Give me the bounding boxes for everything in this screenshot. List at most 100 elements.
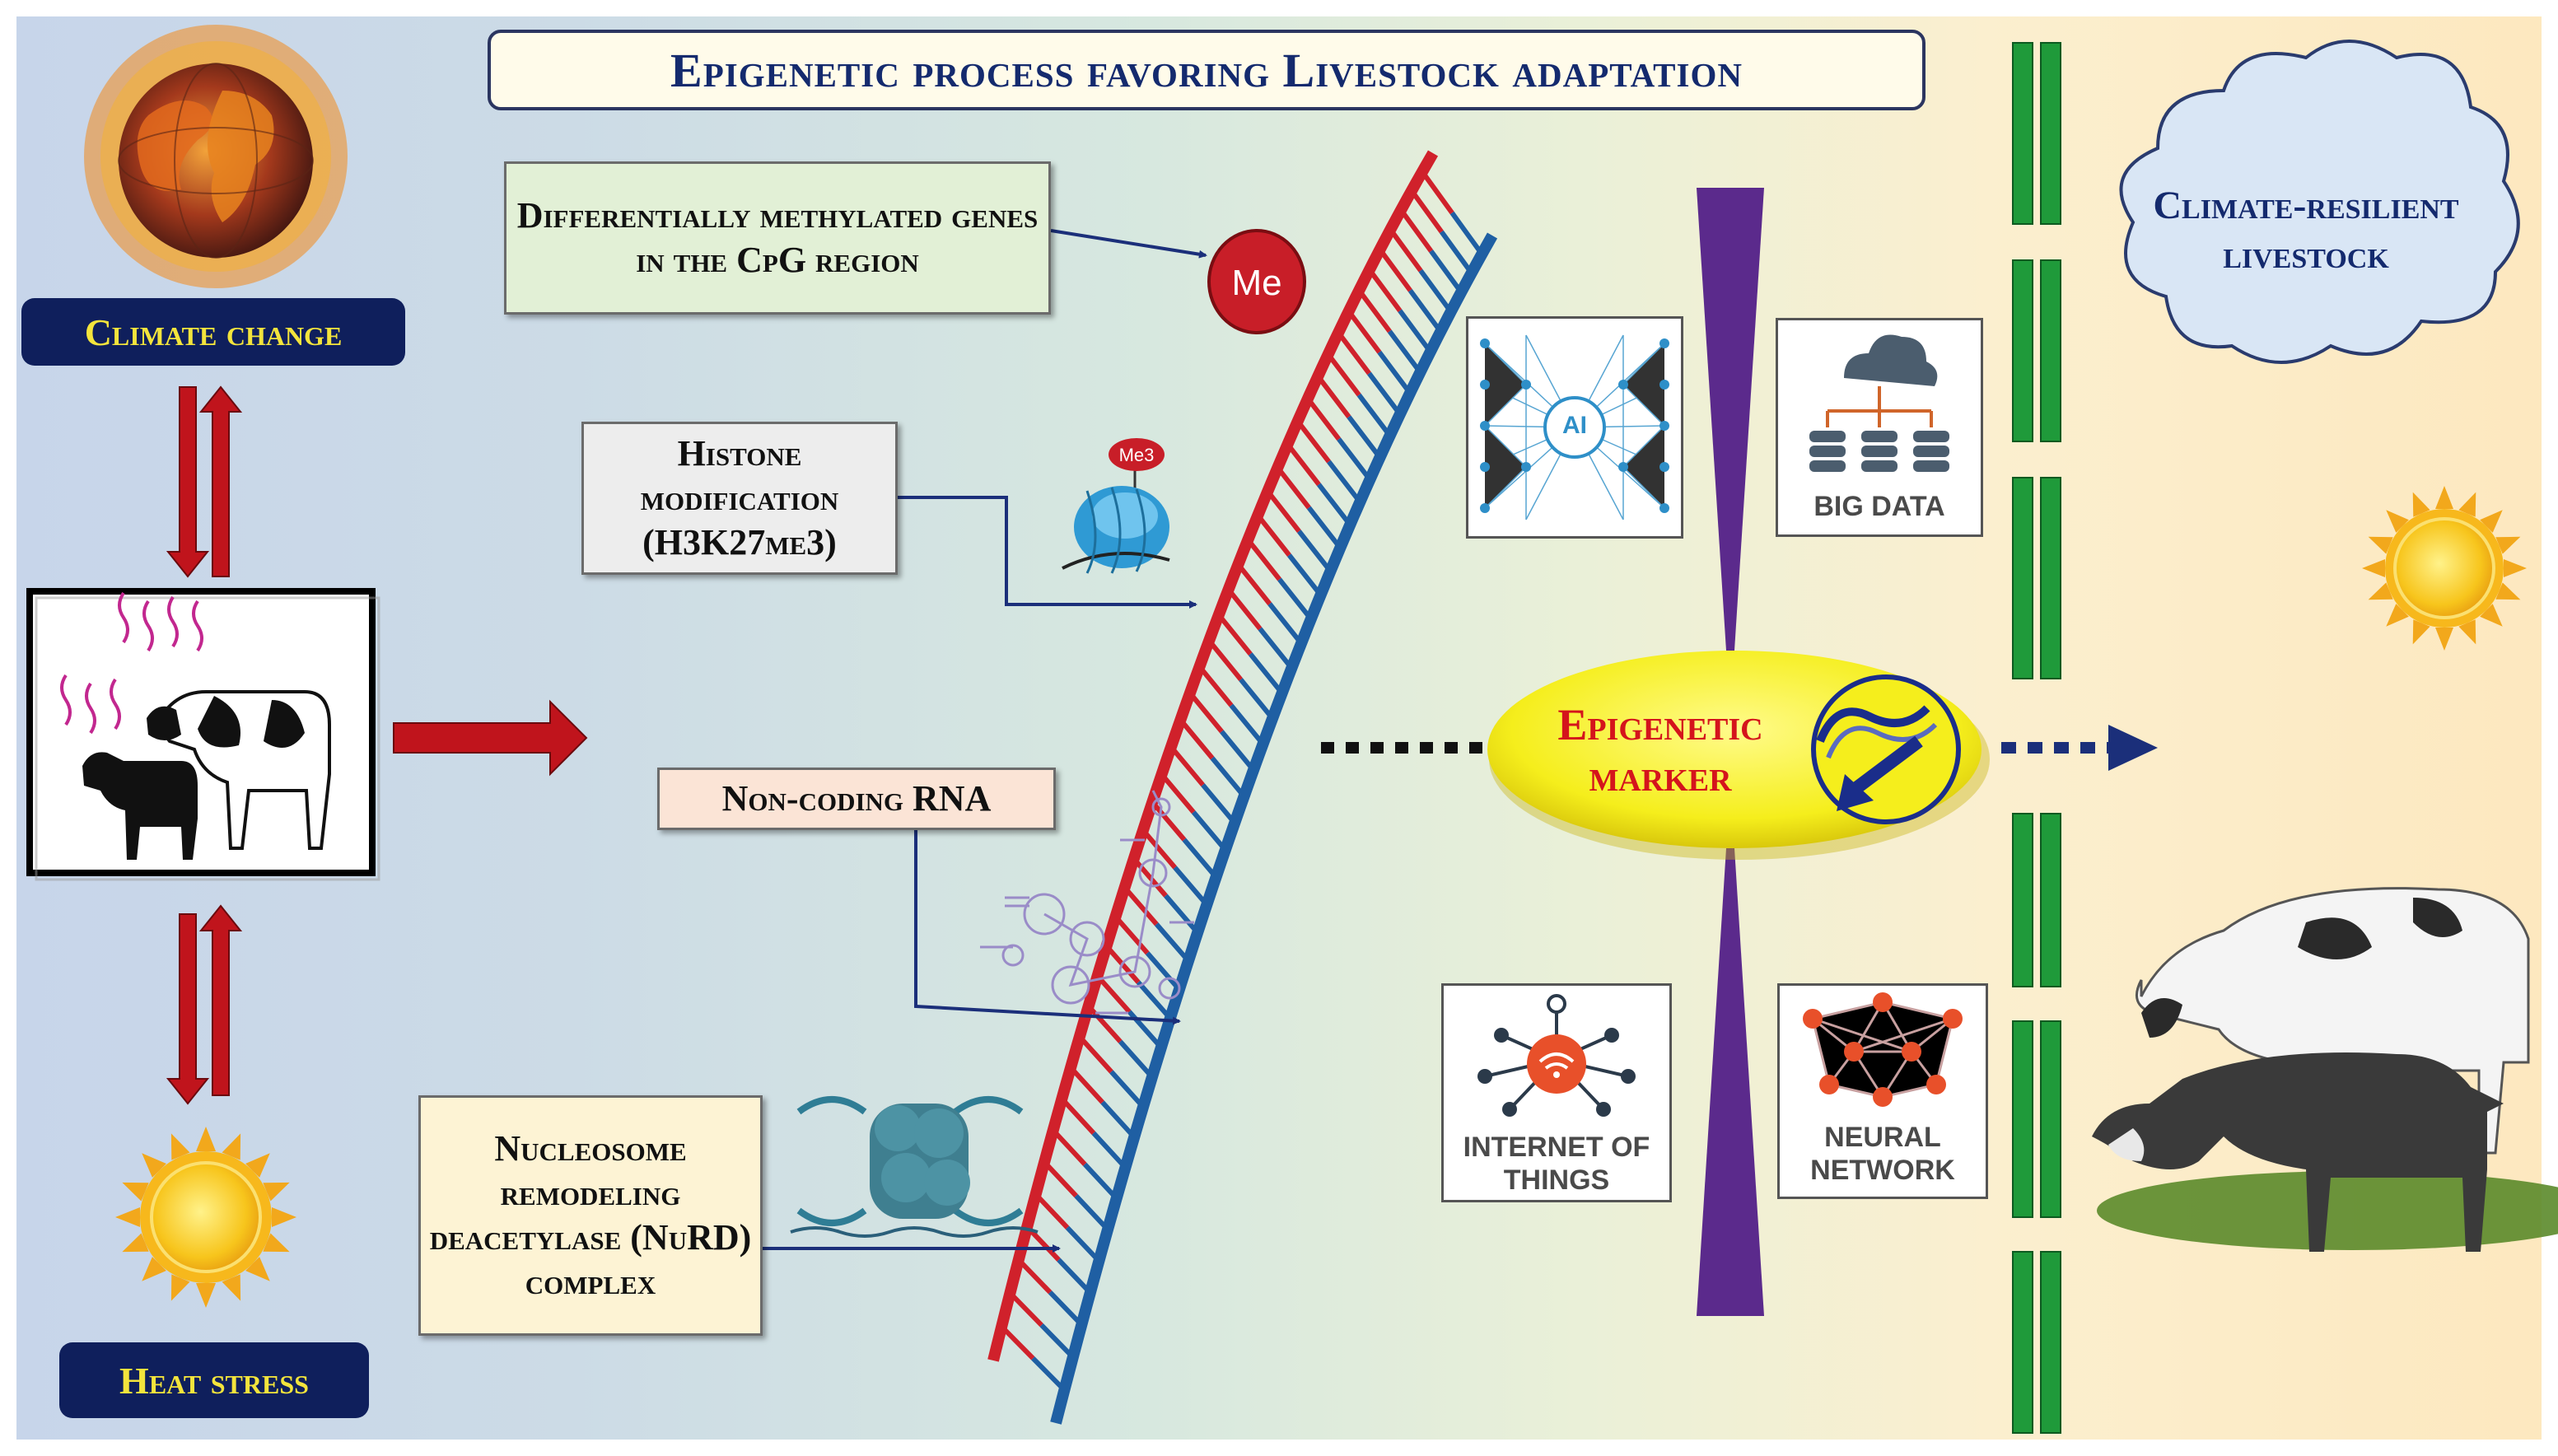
dna-rung-red	[1016, 1258, 1053, 1295]
dna-rung-blue	[1039, 1323, 1075, 1360]
dna-rung-blue	[1136, 980, 1173, 1020]
double-arrow-upper	[166, 385, 243, 578]
dna-rung-red	[1245, 538, 1281, 581]
green-bar	[2012, 42, 2033, 225]
nurd-label: Nucleosome remodeling deacetylase (NuRD)…	[418, 1095, 763, 1336]
me3-badge: Me3	[1118, 445, 1155, 465]
dna-rung-blue	[1439, 230, 1474, 275]
dna-rung-blue	[1267, 602, 1304, 646]
dna-rung-blue	[1145, 951, 1182, 992]
dna-rung-blue	[1109, 1070, 1146, 1109]
dna-rung-blue	[1191, 810, 1228, 852]
dna-rung-blue	[1418, 268, 1454, 314]
climate-resilient-label: Climate-resilient livestock	[2153, 184, 2459, 277]
dna-rung-blue	[1164, 894, 1200, 935]
dna-rung-blue	[1155, 922, 1191, 963]
green-bar	[2012, 1251, 2033, 1434]
dna-rung-red	[1226, 587, 1263, 631]
green-bar	[2012, 813, 2033, 987]
dna-rung-red	[1034, 1192, 1070, 1230]
iot-icon	[1477, 994, 1636, 1117]
dna-ladder-icon	[987, 150, 1498, 1425]
dna-rung-red	[1000, 1324, 1035, 1360]
green-bar	[2012, 477, 2033, 679]
green-bars	[2012, 42, 2061, 1434]
green-bar	[2012, 259, 2033, 442]
dna-rung-red	[1236, 562, 1272, 606]
dna-rung-red	[1197, 665, 1234, 707]
dna-rung-red	[1388, 227, 1423, 273]
dna-rung-red	[1207, 638, 1243, 681]
dna-rung-red	[1367, 268, 1403, 313]
dna-rung-red	[1398, 208, 1434, 253]
green-bar	[2040, 1251, 2061, 1434]
hourglass-top	[1697, 188, 1764, 651]
dna-strand-red	[987, 150, 1439, 1362]
heat-stress-label: Heat stress	[59, 1342, 369, 1418]
dna-rung-red	[1169, 745, 1205, 787]
ncrna-label: Non-coding RNA	[657, 768, 1056, 830]
green-bar	[2040, 477, 2061, 679]
connector-histone	[898, 496, 1197, 609]
dna-rung-red	[1160, 772, 1196, 814]
dna-rung-blue	[1074, 1193, 1110, 1232]
dna-rung-red	[1265, 489, 1301, 533]
dna-rung-blue	[1429, 250, 1463, 294]
dna-marker-icon	[1811, 674, 1961, 824]
dna-strand-blue	[1050, 232, 1498, 1425]
iot-card: INTERNET OF THINGS	[1441, 983, 1672, 1202]
dna-rung-blue	[1449, 211, 1484, 256]
dna-rung-blue	[1118, 1039, 1155, 1079]
connector-methylation	[1050, 229, 1207, 259]
dna-rung-blue	[1057, 1258, 1092, 1295]
sun-icon	[2362, 486, 2527, 651]
dna-rung-blue	[1306, 506, 1342, 550]
dna-rung-blue	[1258, 627, 1294, 670]
big-data-card: BIG DATA	[1776, 318, 1983, 537]
dna-rung-blue	[1367, 371, 1403, 416]
dna-rung-red	[1068, 1066, 1104, 1104]
dna-rung-red	[1275, 465, 1311, 510]
dna-rung-red	[1025, 1225, 1061, 1262]
rna-structure-icon	[980, 790, 1194, 1015]
dna-rung-red	[1042, 1160, 1078, 1198]
me-badge: Me	[1231, 263, 1282, 303]
hourglass-bottom	[1697, 848, 1764, 1316]
ai-network-icon	[1480, 334, 1669, 520]
cow-goat-heat-icon	[26, 588, 380, 881]
dna-rung-red	[1179, 718, 1215, 760]
dna-rung-red	[1286, 442, 1321, 487]
dna-rung-blue	[1065, 1225, 1101, 1263]
dna-rung-blue	[1201, 783, 1237, 825]
dna-rung-blue	[1229, 703, 1265, 746]
dna-rung-blue	[1220, 730, 1256, 772]
dna-rung-blue	[1337, 437, 1372, 482]
dna-rung-red	[1326, 352, 1361, 397]
dna-rung-blue	[1182, 838, 1218, 880]
dna-rung-red	[1378, 248, 1412, 292]
dna-rung-red	[1216, 613, 1253, 656]
dna-rung-red	[1086, 1004, 1123, 1043]
epigenetic-marker-label: Epigenetic marker	[1557, 700, 1763, 800]
right-arrow	[393, 699, 588, 777]
double-arrow-lower	[166, 904, 243, 1105]
iot-label: INTERNET OF THINGS	[1463, 1132, 1650, 1196]
dna-rung-blue	[1048, 1290, 1084, 1327]
neural-network-label: NEURAL NETWORK	[1810, 1122, 1955, 1186]
green-bar	[2040, 813, 2061, 987]
cloud-database-icon	[1809, 334, 1949, 472]
connector-lines	[763, 229, 1207, 1253]
page-title: Epigenetic process favoring Livestock ad…	[488, 30, 1926, 110]
dna-rung-red	[1336, 331, 1371, 376]
dna-rung-blue	[1317, 483, 1352, 527]
ai-label: AI	[1562, 412, 1587, 439]
dna-rung-blue	[1387, 329, 1422, 374]
dna-rung-red	[1095, 974, 1132, 1014]
dna-rung-blue	[1327, 460, 1362, 504]
dna-rung-red	[1123, 885, 1159, 926]
dna-rung-blue	[1173, 866, 1209, 907]
dna-rung-red	[1305, 397, 1342, 441]
cow-goat-icon	[2092, 887, 2558, 1252]
nucleosome-me3-icon	[1062, 438, 1170, 574]
